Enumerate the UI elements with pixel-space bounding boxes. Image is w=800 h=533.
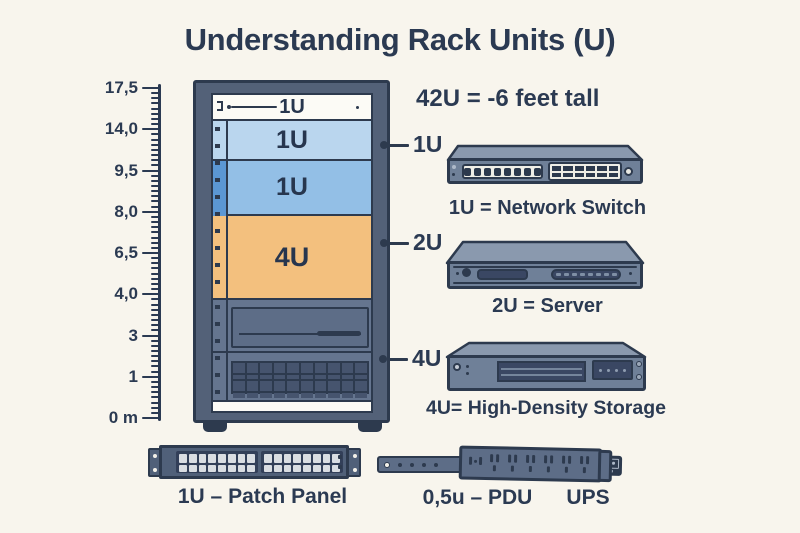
ruler-label: 17,5	[104, 78, 138, 97]
pointer-line	[231, 106, 277, 108]
ruler-label: 4,0	[114, 284, 138, 304]
rack-bottom-gap	[213, 402, 371, 411]
drive-bay	[477, 269, 528, 280]
small-square	[338, 465, 342, 469]
rack-slot-1u-b: 1U	[213, 161, 371, 216]
rack-height-annotation: 42U = -6 feet tall	[416, 85, 600, 112]
pdu-strip	[458, 445, 623, 483]
rack-rail-divider	[226, 121, 228, 402]
led-dot	[456, 272, 459, 275]
rack-interior: 1U 1U 1U 4U	[211, 93, 373, 413]
power-button	[462, 268, 471, 277]
port-panel-b	[261, 451, 343, 473]
ruler-label: 6,5	[114, 243, 138, 262]
led-dot	[629, 272, 632, 275]
ruler-label: 14,0	[104, 119, 138, 139]
ruler-label: 0 m	[108, 408, 138, 427]
rack-server-drawer	[213, 300, 371, 353]
rack-slot-1u-a: 1U	[213, 121, 371, 161]
callout-label: 2U	[413, 229, 443, 255]
pdu-arm	[377, 456, 465, 473]
rack-foot-right	[358, 420, 382, 432]
ruler-label: 9,5	[114, 160, 138, 180]
rail-mounting-holes-lower	[215, 305, 220, 397]
bezel-line	[453, 282, 637, 284]
rail-mounting-holes-upper	[215, 127, 220, 295]
patch-panel-caption: 1U – Patch Panel	[177, 485, 348, 508]
screw-circle	[636, 361, 642, 367]
led-dot	[466, 372, 469, 375]
switch-port-group-left	[462, 164, 543, 179]
slot-label: 4U	[274, 241, 310, 272]
slot-label: 1U	[276, 125, 308, 154]
switch-port-group-right	[548, 162, 622, 181]
callout-label: 1U	[413, 131, 443, 157]
callout-label: 4U	[412, 345, 442, 371]
switch-power-circle	[624, 167, 633, 176]
drawer-panel	[231, 307, 369, 348]
small-square	[338, 455, 342, 459]
server-caption: 2U = Server	[492, 295, 603, 317]
drive-vent-block	[497, 361, 586, 382]
page-title: Understanding Rack Units (U)	[184, 22, 616, 57]
small-dot	[356, 106, 359, 109]
callout-line	[388, 242, 409, 245]
power-circle	[453, 363, 461, 371]
pointer-dot	[227, 105, 231, 109]
slot-label: 1U	[279, 95, 305, 118]
mount-ear-right	[347, 448, 361, 477]
rack-vent-grille	[213, 353, 371, 402]
callout-line	[387, 358, 408, 361]
port-panel-a	[176, 451, 258, 473]
led-dot	[452, 165, 456, 169]
led-dot	[466, 365, 469, 368]
callout-dot	[380, 141, 388, 149]
unit-bracket-icon	[217, 101, 223, 111]
bezel-line	[453, 266, 637, 268]
rack-foot-left	[203, 420, 227, 432]
callout-line	[388, 144, 409, 147]
server-top-face	[445, 240, 645, 265]
ruler-label: 8,0	[114, 201, 138, 221]
storage-caption: 4U= High-Density Storage	[425, 397, 666, 419]
rack-slot-4u: 4U	[213, 216, 371, 300]
callout-dot	[379, 355, 387, 363]
rack-slot-1u-empty: 1U	[213, 95, 371, 121]
ruler-label: 1	[128, 366, 138, 386]
drawer-handle	[317, 331, 361, 336]
drawer-divider	[239, 333, 361, 335]
ruler-label: 3	[128, 325, 138, 345]
screw-circle	[636, 374, 642, 380]
pdu-caption: 0,5u – PDU	[422, 486, 533, 509]
switch-caption: 1U = Network Switch	[448, 197, 647, 219]
pdu-end-cap	[597, 449, 613, 483]
ups-caption: UPS	[566, 486, 610, 509]
callout-dot	[380, 239, 388, 247]
slot-label: 1U	[276, 173, 308, 201]
grille-grid	[231, 361, 369, 398]
indicator-block	[592, 360, 633, 380]
led-dot	[452, 173, 455, 176]
vent-bar	[551, 269, 621, 280]
